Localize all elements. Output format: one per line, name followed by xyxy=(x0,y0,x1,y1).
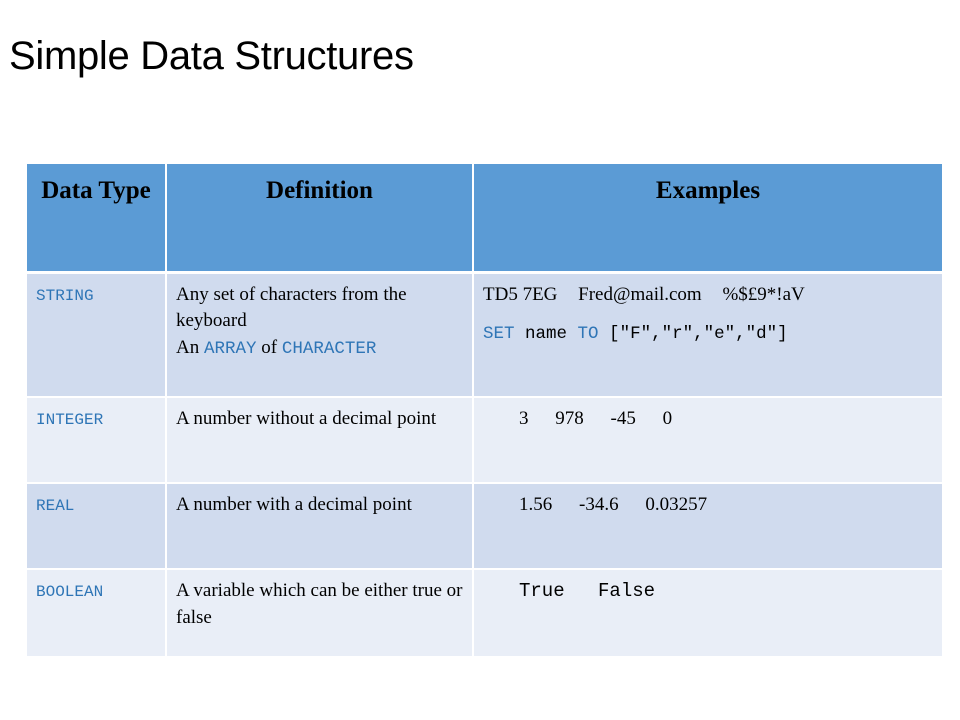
type-cell: BOOLEAN xyxy=(27,569,167,658)
data-types-table: Data Type Definition Examples STRING Any… xyxy=(27,164,942,658)
set-name: name xyxy=(514,324,578,345)
type-integer: INTEGER xyxy=(36,411,104,429)
examples-cell: TD5 7EG Fred@mail.com %$£9*!aV SET name … xyxy=(473,272,942,398)
char-sep: , xyxy=(651,324,662,345)
example-value: -34.6 xyxy=(579,494,619,515)
examples-line: 1.56 -34.6 0.03257 xyxy=(483,492,934,519)
definition-prefix: An xyxy=(176,336,204,358)
definition-cell: Any set of characters from the keyboard … xyxy=(166,272,474,398)
type-cell: STRING xyxy=(27,272,167,398)
example-value: TD5 7EG xyxy=(483,283,558,305)
example-value: %$£9*!aV xyxy=(722,283,805,305)
example-value: -45 xyxy=(610,408,636,429)
definition-cell: A number without a decimal point xyxy=(166,397,474,484)
header-definition: Definition xyxy=(166,164,474,274)
definition-cell: A variable which can be either true or f… xyxy=(166,569,474,658)
char-literal: "F" xyxy=(619,324,652,345)
table-header-row: Data Type Definition Examples xyxy=(27,164,942,274)
array-keyword: ARRAY xyxy=(203,338,257,359)
example-value: 0.03257 xyxy=(645,494,708,515)
definition-of: of xyxy=(256,336,282,358)
examples-cell: 1.56 -34.6 0.03257 xyxy=(473,483,942,570)
char-literal: "d" xyxy=(745,324,778,345)
to-keyword: TO xyxy=(577,324,599,345)
header-data-type: Data Type xyxy=(27,164,167,274)
table-row-boolean: BOOLEAN A variable which can be either t… xyxy=(27,569,942,658)
char-literal: "r" xyxy=(661,324,694,345)
example-value: 978 xyxy=(555,408,584,429)
example-value: 0 xyxy=(662,408,673,429)
examples-line: 3 978 -45 0 xyxy=(483,406,934,433)
table-row-integer: INTEGER A number without a decimal point… xyxy=(27,397,942,484)
char-sep: , xyxy=(693,324,704,345)
array-close: ] xyxy=(777,324,788,345)
character-keyword: CHARACTER xyxy=(281,338,377,359)
example-value: True xyxy=(519,580,565,602)
table-row-real: REAL A number with a decimal point 1.56 … xyxy=(27,483,942,570)
examples-cell: 3 978 -45 0 xyxy=(473,397,942,484)
type-cell: INTEGER xyxy=(27,397,167,484)
definition-array-line: An ARRAY of CHARACTER xyxy=(176,335,464,362)
type-real: REAL xyxy=(36,497,75,515)
example-value: Fred@mail.com xyxy=(578,283,702,305)
type-boolean: BOOLEAN xyxy=(36,583,104,601)
type-cell: REAL xyxy=(27,483,167,570)
char-sep: , xyxy=(735,324,746,345)
slide-title: Simple Data Structures xyxy=(9,34,414,78)
definition-text: Any set of characters from the keyboard xyxy=(176,283,407,332)
header-examples: Examples xyxy=(473,164,942,274)
example-value: 1.56 xyxy=(519,494,553,515)
char-literal: "e" xyxy=(703,324,736,345)
example-value: 3 xyxy=(519,408,529,429)
examples-line: True False xyxy=(483,578,934,605)
definition-cell: A number with a decimal point xyxy=(166,483,474,570)
set-statement: SET name TO ["F","r","e","d"] xyxy=(483,322,934,347)
examples-cell: True False xyxy=(473,569,942,658)
examples-line: TD5 7EG Fred@mail.com %$£9*!aV xyxy=(483,282,934,309)
example-value: False xyxy=(598,580,656,602)
set-keyword: SET xyxy=(483,324,515,345)
type-string: STRING xyxy=(36,286,94,305)
table-row-string: STRING Any set of characters from the ke… xyxy=(27,272,942,398)
array-open: [ xyxy=(598,324,620,345)
